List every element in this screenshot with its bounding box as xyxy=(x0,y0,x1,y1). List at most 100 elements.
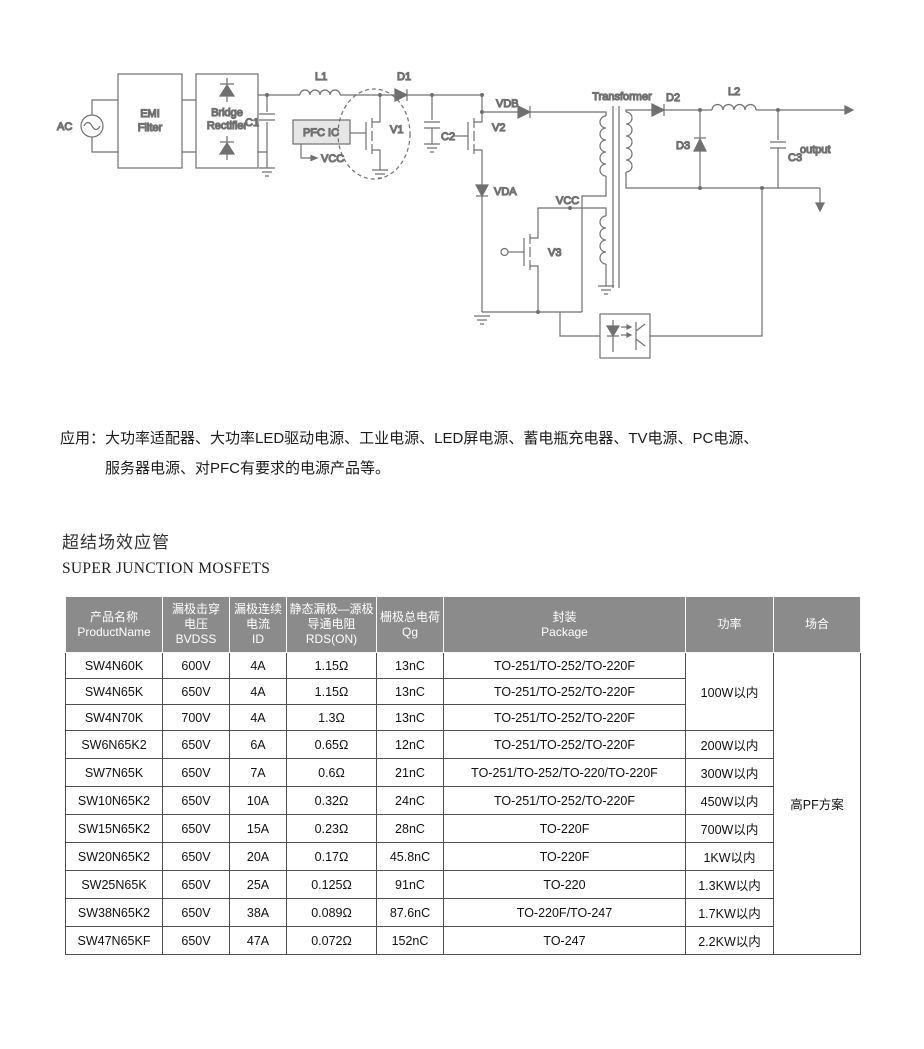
cell-id: 6A xyxy=(229,730,287,759)
cell-bvdss: 650V xyxy=(162,786,230,815)
cell-rdson: 0.6Ω xyxy=(286,758,377,787)
label-ac: AC xyxy=(57,121,72,133)
label-d3: D3 xyxy=(676,140,690,152)
cell-name: SW25N65K xyxy=(65,870,163,899)
cell-power: 1.3KW以内 xyxy=(685,870,774,899)
cell-rdson: 0.072Ω xyxy=(286,926,377,955)
cell-power: 450W以内 xyxy=(685,786,774,815)
ac-source xyxy=(80,99,118,153)
cell-id: 20A xyxy=(229,842,287,871)
label-l1: L1 xyxy=(315,71,327,83)
cell-id: 7A xyxy=(229,758,287,787)
optocoupler xyxy=(559,188,763,359)
cell-name: SW4N65K xyxy=(65,678,163,705)
label-pfc-ic: PFC IC xyxy=(303,127,339,139)
cell-qg: 91nC xyxy=(376,870,444,899)
cell-name: SW15N65K2 xyxy=(65,814,163,843)
cell-id: 38A xyxy=(229,898,287,927)
label-v1: V1 xyxy=(390,124,403,136)
junction-dots xyxy=(265,93,780,314)
transformer xyxy=(581,106,820,312)
cell-name: SW4N70K xyxy=(65,704,163,731)
inductor-l2 xyxy=(711,103,757,111)
circuit-diagram: AC EMI Filter Bridge Rectifier xyxy=(56,70,855,359)
cell-package: TO-251/TO-252/TO-220F xyxy=(443,786,686,815)
cell-bvdss: 650V xyxy=(162,926,230,955)
capacitor-c1 xyxy=(259,95,275,177)
cell-id: 10A xyxy=(229,786,287,815)
capacitor-c2 xyxy=(424,95,440,153)
ground-symbol xyxy=(259,167,275,177)
cell-qg: 45.8nC xyxy=(376,842,444,871)
cell-bvdss: 650V xyxy=(162,898,230,927)
cell-power: 1.7KW以内 xyxy=(685,898,774,927)
label-c1: C1 xyxy=(245,117,259,129)
cell-name: SW4N60K xyxy=(65,652,163,679)
cell-qg: 13nC xyxy=(376,678,444,705)
output-arrow-down xyxy=(815,202,825,213)
label-vdb: VDB xyxy=(496,98,519,110)
label-c3: C3 xyxy=(788,152,802,164)
cell-package: TO-220F xyxy=(443,842,686,871)
label-vcc-aux: VCC xyxy=(556,195,579,207)
ground-symbol xyxy=(424,143,440,153)
diode-vdb xyxy=(482,105,607,119)
application-line-1: 应用：大功率适配器、大功率LED驱动电源、工业电源、LED屏电源、蓄电瓶充电器、… xyxy=(60,430,759,447)
cell-bvdss: 650V xyxy=(162,730,230,759)
label-bridge-1: Bridge xyxy=(211,107,243,119)
cell-qg: 28nC xyxy=(376,814,444,843)
cell-bvdss: 700V xyxy=(162,704,230,731)
mosfet-v2 xyxy=(454,95,483,185)
diode-d1 xyxy=(394,88,409,102)
cell-power: 700W以内 xyxy=(685,814,774,843)
cell-qg: 21nC xyxy=(376,758,444,787)
section-title-en: SUPER JUNCTION MOSFETS xyxy=(62,560,271,577)
label-c2: C2 xyxy=(441,131,455,143)
label-d2: D2 xyxy=(666,92,680,104)
cell-bvdss: 600V xyxy=(162,652,230,679)
diode-d2 xyxy=(651,103,712,117)
cell-power: 1KW以内 xyxy=(685,842,774,871)
cell-bvdss: 650V xyxy=(162,814,230,843)
cell-rdson: 0.65Ω xyxy=(286,730,377,759)
cell-package: TO-251/TO-252/TO-220/TO-220F xyxy=(443,758,686,787)
cell-package: TO-251/TO-252/TO-220F xyxy=(443,704,686,731)
cell-rdson: 1.15Ω xyxy=(286,652,377,679)
label-emi-2: Filter xyxy=(138,122,163,134)
cell-power: 2.2KW以内 xyxy=(685,926,774,955)
label-v2: V2 xyxy=(492,122,505,134)
cell-qg: 13nC xyxy=(376,652,444,679)
cell-rdson: 0.125Ω xyxy=(286,870,377,899)
col-header: 场合 xyxy=(773,596,861,653)
cell-power: 100W以内 xyxy=(685,652,774,731)
cell-package: TO-247 xyxy=(443,926,686,955)
label-d1: D1 xyxy=(397,71,411,83)
cell-qg: 12nC xyxy=(376,730,444,759)
diode-d3 xyxy=(693,110,707,188)
cell-qg: 13nC xyxy=(376,704,444,731)
cell-bvdss: 650V xyxy=(162,758,230,787)
cell-bvdss: 650V xyxy=(162,678,230,705)
label-v3: V3 xyxy=(548,247,561,259)
cell-qg: 152nC xyxy=(376,926,444,955)
mosfet-v1 xyxy=(337,88,411,180)
application-text: 应用：大功率适配器、大功率LED驱动电源、工业电源、LED屏电源、蓄电瓶充电器、… xyxy=(60,424,890,484)
cell-scenario: 高PF方案 xyxy=(773,652,861,955)
pfc-ic-box xyxy=(292,119,351,162)
cell-package: TO-251/TO-252/TO-220F xyxy=(443,652,686,679)
label-vda: VDA xyxy=(494,186,517,198)
